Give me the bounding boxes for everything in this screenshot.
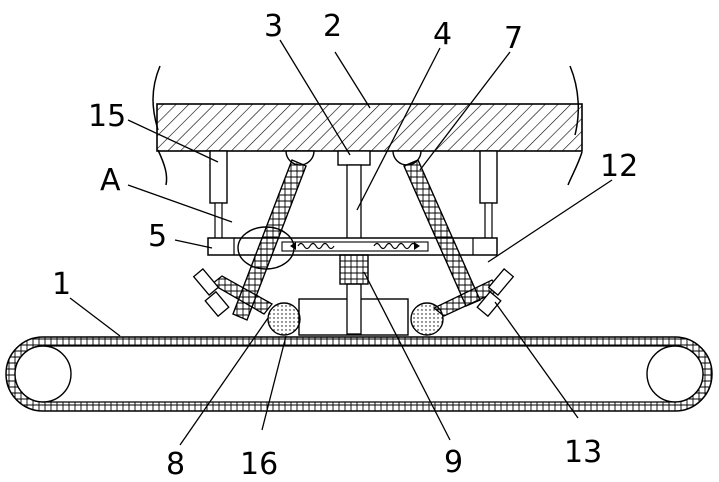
lower-shaft	[347, 284, 361, 334]
right-handle	[489, 269, 514, 295]
right-roller	[647, 346, 703, 402]
center-motor	[338, 151, 370, 165]
label-2: 2	[323, 9, 342, 44]
break-line-right-lower	[568, 152, 582, 185]
label-16: 16	[240, 447, 278, 482]
break-line-left-lower	[158, 150, 167, 185]
left-cylinder	[210, 151, 227, 241]
label-12: 12	[600, 149, 638, 184]
conveyor-belt	[6, 337, 712, 411]
label-13: 13	[564, 435, 602, 470]
label-8: 8	[166, 447, 185, 482]
label-5: 5	[148, 219, 167, 254]
center-shaft	[347, 165, 361, 239]
right-cylinder	[480, 151, 497, 241]
left-roller	[15, 346, 71, 402]
top-plate	[157, 104, 582, 151]
right-ball	[411, 303, 443, 335]
label-a: A	[100, 163, 121, 198]
label-15: 15	[88, 99, 126, 134]
right-arm	[404, 160, 480, 306]
damping-block	[340, 255, 368, 284]
left-ball	[268, 303, 300, 335]
label-1: 1	[52, 267, 71, 302]
left-handle	[194, 269, 219, 295]
label-9: 9	[444, 445, 463, 480]
label-7: 7	[504, 21, 523, 56]
label-3: 3	[264, 9, 283, 44]
label-4: 4	[433, 17, 452, 52]
